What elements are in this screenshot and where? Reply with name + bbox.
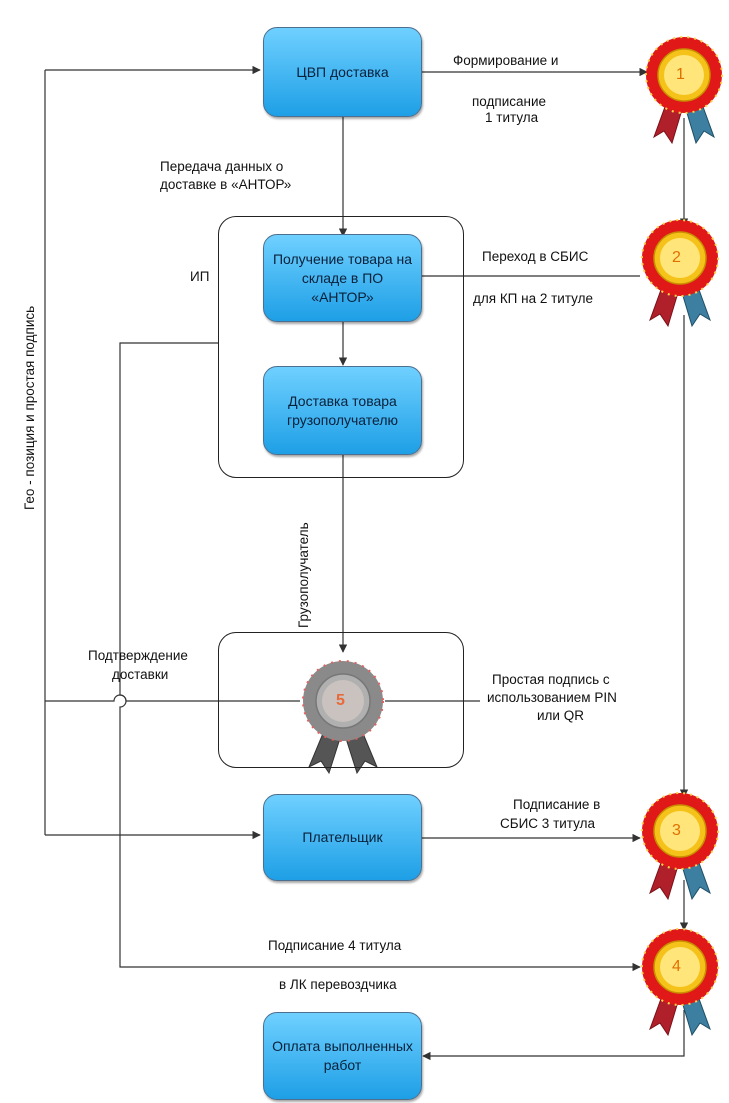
payer-node[interactable]: Плательщик [263, 794, 422, 881]
badge-4-number: 4 [672, 958, 681, 975]
badge-5-icon [302, 660, 384, 775]
badge-2-number: 2 [672, 249, 681, 266]
simple-sign-label-line1: Простая подпись с [492, 672, 610, 687]
receive-goods-node[interactable]: Получение товара на складе в ПО «АНТОР» [263, 234, 422, 322]
badge-5-number: 5 [336, 692, 345, 709]
confirm-label-line1: Подтверждение [88, 648, 188, 663]
simple-sign-label-line3: или QR [537, 708, 584, 723]
badge-3-icon [641, 792, 719, 901]
badge-1-number: 1 [676, 66, 685, 83]
simple-sign-label-line2: использованием PIN [487, 690, 617, 705]
badge-1-icon [645, 36, 723, 145]
sbis-label-line1: Переход в СБИС [482, 249, 589, 264]
sign3-label-line1: Подписание в [513, 797, 601, 812]
badge4-to-payment-arrow [422, 1010, 685, 1061]
badge-3-number: 3 [672, 822, 681, 839]
sign3-label-line2: СБИС 3 титула [500, 816, 595, 831]
form1-label-line3: 1 титула [485, 110, 539, 125]
confirm-label-line2: доставки [112, 667, 169, 682]
form1-label-line1: Формирование и [453, 53, 559, 68]
form1-label-line2: подписание [472, 94, 547, 109]
consignee-vertical-label: Грузополучатель [296, 522, 311, 628]
sign4-label-line2: в ЛК перевоздчика [279, 977, 397, 992]
payment-node[interactable]: Оплата выполненных работ [263, 1012, 422, 1100]
transfer-label-line1: Передача данных о [160, 159, 284, 174]
ip-group-box [218, 216, 464, 478]
confirm-delivery-line [45, 694, 300, 702]
transfer-label-line2: доставке в «АНТОР» [160, 177, 292, 192]
ip-label: ИП [190, 269, 210, 284]
consignee-group-box [218, 632, 464, 768]
sbis-label-line2: для КП на 2 титуле [473, 291, 594, 306]
geo-vertical-label: Гео - позиция и простая подпись [22, 305, 37, 510]
badge-4-icon [641, 928, 719, 1037]
cvp-delivery-node[interactable]: ЦВП доставка [263, 27, 422, 117]
deliver-goods-node[interactable]: Доставка товара грузополучателю [263, 366, 422, 455]
badge-2-icon [641, 219, 719, 328]
sign4-label-line1: Подписание 4 титула [268, 938, 402, 953]
